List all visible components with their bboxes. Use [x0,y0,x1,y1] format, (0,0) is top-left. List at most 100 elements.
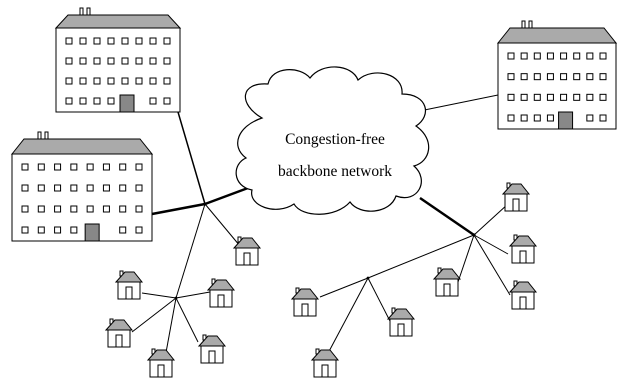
building-window [573,93,581,101]
hub-nodes [174,202,476,300]
building-window [107,57,115,65]
link-hub-left-to-cloud [204,186,249,206]
building-window [507,114,515,122]
house-left-cluster-4 [104,318,134,348]
building-window [107,97,115,105]
building-window [163,37,171,45]
cloud-shape [235,66,430,215]
building-window [54,184,62,192]
building-window [21,205,29,213]
house-door [519,296,527,310]
link-subhub-left-1 [141,292,177,299]
house-door [243,252,251,266]
building-window [135,37,143,45]
building-window [65,77,73,85]
building-window [37,163,45,171]
house-door [217,294,225,308]
building-window [135,163,143,171]
building-window [121,37,129,45]
link-hub-right-1 [473,203,509,236]
building-window [546,52,554,60]
chimney [528,20,533,29]
building-window [533,73,541,81]
building-window [70,226,78,234]
building-window [520,73,528,81]
building-window [65,57,73,65]
house-door [443,283,451,297]
building-window [121,77,129,85]
link-subhub-left-3 [131,297,177,333]
building-window [573,52,581,60]
building-window [102,184,110,192]
link-subhub-right-1 [319,277,369,298]
building-window [573,73,581,81]
building-window [86,163,94,171]
buildings-layer [10,7,618,242]
building-window [93,77,101,85]
house-left-cluster-2 [114,270,144,300]
house-door [157,364,165,378]
house-door [397,323,405,337]
building-window [520,93,528,101]
building-window [149,97,157,105]
building-window [599,114,607,122]
building-window [21,184,29,192]
link-subhub-right-2 [367,277,393,326]
link-hub-right-to-cloud [419,196,475,237]
building-top-left [54,7,182,113]
building-window [21,163,29,171]
building-roof [496,27,618,44]
building-window [533,114,541,122]
building-window [79,97,87,105]
house-left-cluster-3 [206,278,236,308]
building-window [149,77,157,85]
building-window [520,114,528,122]
house-door [321,364,329,378]
link-hub-right-4 [457,234,475,283]
building-window [79,57,87,65]
building-window [65,97,73,105]
hub-node-left [203,202,207,206]
house-door [115,334,123,348]
building-right [496,20,618,130]
building-wall [497,42,617,130]
building-window [21,226,29,234]
building-door [84,223,100,242]
house-right-cluster-1 [508,234,538,264]
building-window [37,205,45,213]
building-window [507,73,515,81]
building-window [546,114,554,122]
building-window [119,205,127,213]
chimney [521,20,526,29]
building-window [93,57,101,65]
building-window [520,52,528,60]
house-door [519,250,527,264]
building-wall [55,27,181,113]
link-hub-to-house [204,203,241,247]
building-left [10,131,154,242]
building-window [599,73,607,81]
building-roof [10,138,154,155]
building-window [586,52,594,60]
building-window [560,52,568,60]
building-window [507,52,515,60]
building-window [149,37,157,45]
chimney [79,7,84,16]
house-left-cluster-1 [232,236,262,266]
link-subhub-left-5 [175,297,199,343]
building-door [558,111,574,130]
building-window [119,184,127,192]
connection-lines [131,94,511,359]
house-left-cluster-7 [501,182,531,212]
building-window [119,163,127,171]
hub-node-subhub-right [366,276,370,280]
house-door [208,350,216,364]
house-right-cluster-5 [386,307,416,337]
house-door [301,303,309,317]
cloud-label-line2: backbone network [278,163,392,180]
building-window [86,205,94,213]
building-window [37,184,45,192]
building-window [54,163,62,171]
building-window [65,37,73,45]
